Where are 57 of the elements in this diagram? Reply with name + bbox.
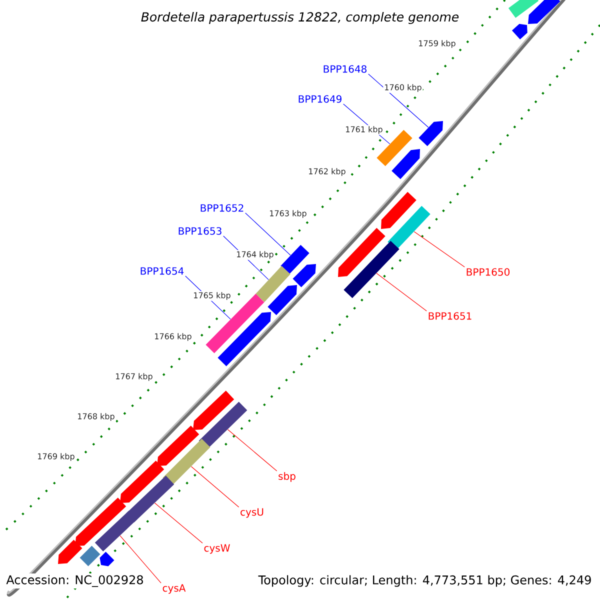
gene-symbol — [75, 498, 126, 546]
scale-label: 1765 kbp — [192, 291, 232, 301]
title: Bordetella parapertussis 12822, complete genome — [141, 12, 459, 24]
leader-line — [190, 466, 240, 508]
accession-label: Accession: NC_002928 — [4, 574, 146, 588]
gene-symbol — [157, 426, 200, 466]
leader-line — [414, 231, 465, 268]
gene-symbol — [418, 121, 443, 146]
gene-symbol — [512, 24, 528, 40]
scale-label: 1768 kbp — [76, 412, 116, 422]
scale-label: 1764 kbp — [235, 250, 275, 260]
scale-label: 1761 kbp — [344, 125, 384, 135]
gene-label: BPP1651 — [428, 312, 472, 320]
genome-info: Topology: circular; Length: 4,773,551 bp; Genes: 4,249 — [258, 575, 591, 587]
gene-label: cysA — [162, 584, 186, 594]
leader-line — [245, 212, 291, 256]
gene-label: BPP1648 — [324, 65, 366, 73]
gene-symbol — [338, 228, 386, 277]
gene-block — [198, 402, 248, 450]
scale-label: 1767 kbp — [114, 372, 154, 382]
gene-label: BPP1654 — [140, 267, 184, 275]
gene-symbol — [392, 149, 420, 180]
scale-label: 1769 kbp — [36, 452, 76, 462]
gene-symbol — [58, 540, 82, 564]
gene-symbol — [193, 390, 234, 430]
gene-symbol — [381, 192, 416, 229]
leader-line — [154, 502, 203, 544]
scale-label: 1760 kbp — [383, 83, 423, 93]
gene-block — [162, 438, 210, 486]
gene-block — [80, 546, 100, 566]
scale-label: 1762 kbp — [307, 167, 347, 177]
gene-label: BPP1649 — [298, 95, 342, 103]
leader-line — [227, 429, 278, 472]
gene-block — [508, 0, 539, 18]
gene-block — [94, 510, 138, 552]
gene-symbol — [218, 312, 271, 366]
gene-label: cysU — [240, 508, 264, 518]
gene-symbol — [268, 285, 297, 316]
gene-label: BPP1652 — [200, 204, 244, 212]
gene-label: BPP1650 — [466, 268, 510, 276]
leader-line — [120, 535, 162, 584]
leader-line — [368, 74, 429, 128]
gene-label: sbp — [278, 472, 296, 482]
gene-block — [256, 266, 290, 302]
gene-symbol — [292, 264, 316, 288]
gene-label: BPP1653 — [178, 227, 222, 235]
gene-block — [388, 206, 430, 250]
leader-line — [376, 272, 427, 312]
scale-label: 1763 kbp — [268, 209, 308, 219]
gene-symbol — [528, 0, 560, 24]
gene-block — [280, 244, 310, 274]
gene-symbol — [120, 460, 164, 503]
scale-label: 1766 kbp — [153, 332, 193, 342]
scale-label: 1759 kbp — [417, 39, 457, 49]
gene-label: cysW — [204, 544, 230, 554]
gene-symbol — [100, 552, 114, 566]
gene-block — [344, 240, 400, 298]
